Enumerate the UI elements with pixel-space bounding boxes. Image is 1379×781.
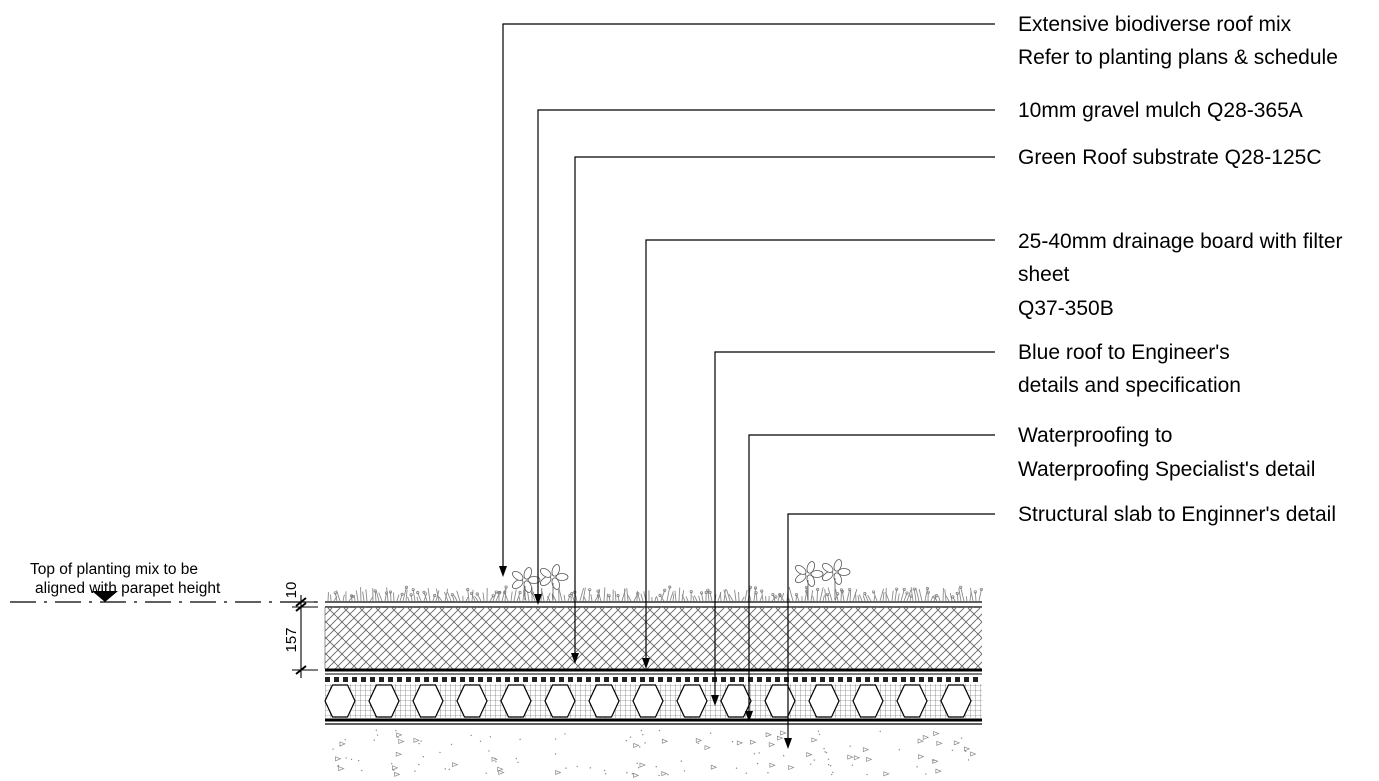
callout-waterproofing-line2: Waterproofing Specialist's detail xyxy=(1018,458,1315,481)
parapet-note-line2: aligned with parapet height xyxy=(35,580,221,597)
callout-structural-slab: Structural slab to Enginner's detail xyxy=(1018,503,1336,526)
drainage-board-layer xyxy=(324,677,982,718)
leader-substrate xyxy=(571,156,995,664)
leader-blue-roof xyxy=(711,351,995,706)
filter-sheet-line xyxy=(325,668,982,675)
callout-labels: Extensive biodiverse roof mix Refer to p… xyxy=(1018,13,1343,526)
parapet-note-line1: Top of planting mix to be xyxy=(30,561,198,578)
planting-layer xyxy=(327,559,983,602)
leader-gravel-mulch xyxy=(534,109,995,605)
substrate-layer xyxy=(324,607,982,669)
callout-drainage-line2: sheet xyxy=(1018,263,1070,286)
callout-gravel-mulch: 10mm gravel mulch Q28-365A xyxy=(1018,99,1303,122)
callout-blue-roof-line2: details and specification xyxy=(1018,374,1241,397)
dimension-substrate-label: 157 xyxy=(283,627,300,652)
structural-slab-layer xyxy=(332,729,977,778)
dimension-chain xyxy=(292,595,318,678)
callout-biodiverse-mix-line2: Refer to planting plans & schedule xyxy=(1018,46,1338,69)
waterproofing-line xyxy=(325,718,982,725)
leader-biodiverse-mix xyxy=(499,23,995,577)
parapet-datum-line xyxy=(10,591,325,603)
callout-blue-roof-line1: Blue roof to Engineer's xyxy=(1018,341,1230,364)
gravel-mulch-layer xyxy=(325,601,982,608)
callout-drainage-line1: 25-40mm drainage board with filter xyxy=(1018,230,1343,253)
callout-drainage-line3: Q37-350B xyxy=(1018,297,1114,320)
level-marker-triangle-icon xyxy=(92,591,118,602)
leader-drainage-board xyxy=(642,239,995,669)
dimension-gravel-label: 10 xyxy=(283,582,300,599)
callout-biodiverse-mix-line1: Extensive biodiverse roof mix xyxy=(1018,13,1292,36)
callout-substrate: Green Roof substrate Q28-125C xyxy=(1018,146,1322,169)
leader-waterproofing xyxy=(745,434,995,722)
leader-structural-slab xyxy=(784,513,995,749)
leader-lines xyxy=(499,23,995,749)
callout-waterproofing-line1: Waterproofing to xyxy=(1018,424,1172,447)
